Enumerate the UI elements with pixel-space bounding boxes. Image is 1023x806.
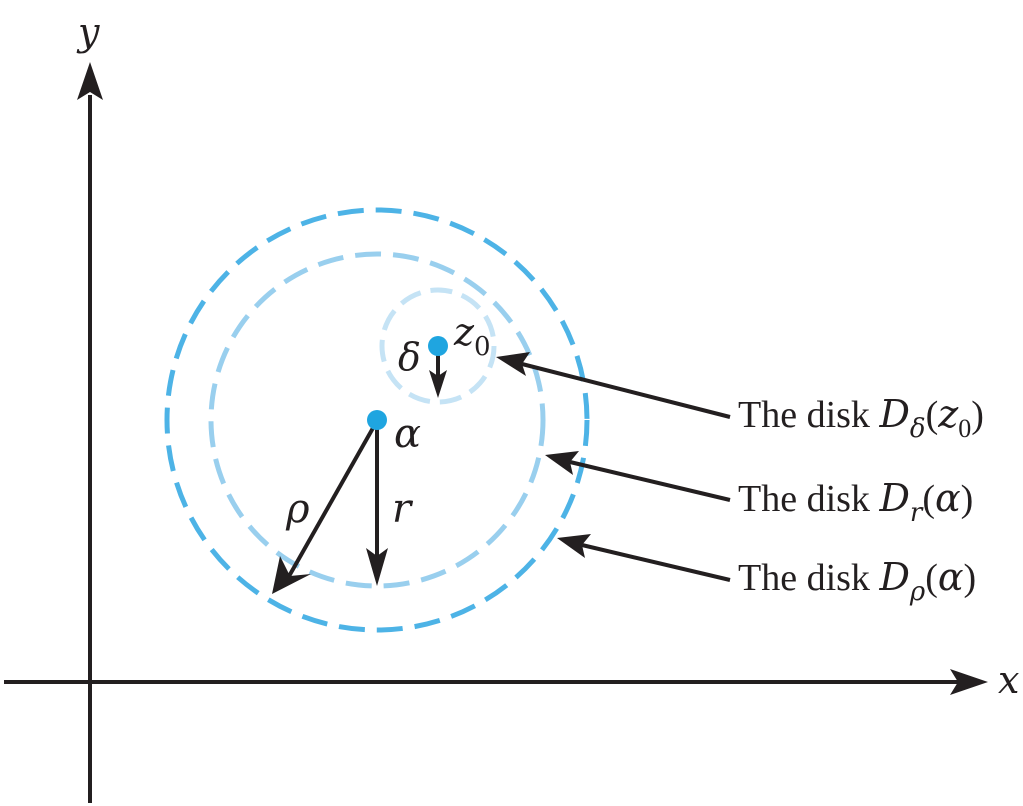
callout-rho-symbol: D: [878, 555, 909, 599]
callout-delta-prefix: The disk: [738, 394, 879, 436]
callout-labels: The disk Dδ(z0) The disk Dr(α) The disk …: [738, 392, 984, 607]
callout-r-subscript: r: [910, 498, 924, 528]
y-axis-arrowhead: [77, 62, 103, 100]
z0-main: z: [453, 310, 475, 354]
disk-rho-circle: [164, 207, 590, 633]
callout-rho-arg: α: [938, 555, 964, 599]
callout-delta-open: (: [926, 394, 939, 436]
callout-delta-label: The disk Dδ(z0): [738, 392, 984, 444]
callout-r-symbol: D: [878, 476, 909, 520]
callout-delta-subscript: δ: [910, 414, 926, 444]
point-labels: α z0 δ ρ r: [285, 310, 491, 532]
callout-rho-open: (: [925, 557, 938, 599]
callout-rho-prefix: The disk: [738, 557, 879, 599]
r-label: r: [392, 486, 414, 532]
callout-delta-arg-sub: 0: [958, 414, 971, 443]
z0-subscript: 0: [474, 332, 491, 362]
radius-arrows: [272, 350, 447, 594]
callout-r-open: (: [922, 478, 935, 520]
callout-rho-subscript: ρ: [909, 577, 926, 607]
callout-rho-arrowhead: [557, 534, 591, 558]
x-axis-arrowhead: [950, 669, 988, 695]
disk-delta-circle: [379, 287, 497, 405]
alpha-point: [367, 410, 387, 430]
axes: x y: [4, 10, 1019, 803]
disks: [164, 207, 590, 633]
delta-radius-arrowhead: [429, 370, 447, 398]
callout-delta-arg: z: [937, 392, 959, 436]
delta-label: δ: [398, 335, 421, 379]
rho-radius-line: [286, 427, 375, 579]
alpha-label: α: [394, 411, 421, 457]
callout-r-arg: α: [935, 476, 961, 520]
callout-arrows: [496, 352, 731, 582]
callout-rho-line: [581, 543, 731, 582]
rho-radius-arrowhead: [272, 556, 311, 594]
callout-delta-symbol: D: [878, 392, 909, 436]
callout-delta-line: [521, 362, 731, 419]
callout-r-prefix: The disk: [738, 478, 879, 520]
z0-point: [428, 336, 448, 356]
y-axis-label: y: [76, 10, 100, 54]
x-axis-label: x: [998, 658, 1019, 702]
center-points: [367, 336, 448, 430]
rho-label: ρ: [285, 486, 310, 532]
r-radius-arrowhead: [366, 548, 388, 586]
callout-delta-close: ): [971, 394, 984, 436]
callout-delta-arrowhead: [496, 352, 530, 376]
callout-r-close: ): [961, 478, 974, 520]
disk-r-circle: [208, 251, 546, 589]
callout-rho-label: The disk Dρ(α): [738, 555, 976, 607]
callout-rho-close: ): [964, 557, 977, 599]
z0-label: z0: [453, 310, 491, 362]
callout-r-label: The disk Dr(α): [738, 476, 973, 528]
callout-r-arrowhead: [545, 451, 579, 475]
callout-r-line: [569, 460, 731, 502]
